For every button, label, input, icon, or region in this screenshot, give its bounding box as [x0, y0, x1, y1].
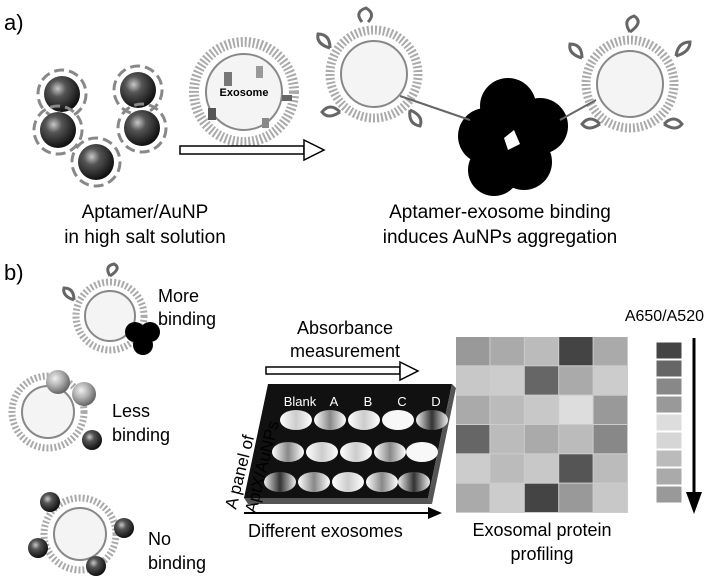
scale-arrow [686, 338, 702, 514]
plate-column-label: A [330, 394, 339, 409]
heatmap-cell [524, 454, 559, 483]
binding-caption-line1: Aptamer-exosome binding [389, 202, 611, 223]
heatmap [456, 337, 628, 513]
aunp-aggregate [458, 78, 568, 196]
heatmap-cell [593, 366, 627, 395]
heatmap-cell [456, 483, 490, 512]
profiling-label-1: Exosomal protein [472, 520, 612, 540]
heatmap-cell [559, 337, 593, 366]
heatmap-cell [490, 337, 524, 366]
heatmap-cell [524, 395, 559, 424]
different-exosomes-label: Different exosomes [248, 521, 403, 541]
aunp-particle [32, 104, 84, 156]
binding-caption-line2: induces AuNPs aggregation [382, 227, 618, 248]
heatmap-cell [456, 395, 490, 424]
less-binding-label-2: binding [112, 425, 171, 445]
scale-cell [655, 359, 683, 378]
exosome-less-binding [8, 370, 102, 452]
heatmap-cell [559, 366, 593, 395]
heatmap-cell [490, 483, 524, 512]
no-binding-label-2: binding [148, 553, 207, 573]
plate-wells [264, 410, 448, 492]
scale-title: A650/A520 [624, 308, 704, 325]
aptamer-aunp-caption-line2: in high salt solution [64, 227, 226, 248]
panel-b: Blank A B C D A panel of AptX/AuNPs [8, 262, 702, 576]
absorbance-arrow [265, 360, 420, 382]
more-binding-label-1: More [158, 286, 200, 306]
aunp-particle [116, 102, 168, 154]
scale-cell [655, 413, 683, 432]
exosome-bound [568, 14, 692, 133]
heatmap-cell [456, 425, 490, 454]
scale-cell [655, 395, 683, 414]
plate-column-label: D [431, 394, 440, 409]
heatmap-cell [456, 337, 490, 366]
scale-cell [655, 449, 683, 468]
scale-cell [655, 341, 683, 360]
plate-column-label: B [364, 394, 373, 409]
scale-cell [655, 485, 683, 504]
exosome-bound [316, 6, 423, 128]
panel-a: Exosome [32, 6, 692, 196]
aunp-dispersed-group [32, 64, 168, 188]
less-binding-label-1: Less [112, 401, 151, 421]
heatmap-cell [524, 483, 559, 512]
heatmap-cell [490, 454, 524, 483]
panel-b-label: b) [4, 260, 24, 285]
color-scale [655, 341, 683, 504]
exosome-main [189, 37, 299, 147]
more-binding-label-2: binding [158, 309, 217, 329]
no-binding-label-1: No [148, 529, 172, 549]
heatmap-cell [593, 483, 627, 512]
heatmap-cell [593, 337, 627, 366]
heatmap-cell [559, 483, 593, 512]
plate-column-label: C [397, 394, 406, 409]
heatmap-cell [524, 337, 559, 366]
exosome-no-binding [28, 492, 134, 576]
heatmap-cell [593, 454, 627, 483]
heatmap-cell [490, 366, 524, 395]
panel-a-label: a) [4, 10, 24, 35]
heatmap-cell [559, 395, 593, 424]
scale-cell [655, 467, 683, 486]
aunp-particle [70, 136, 122, 188]
scale-cell [655, 377, 683, 396]
heatmap-cell [524, 366, 559, 395]
absorbance-label-2: measurement [289, 341, 401, 361]
heatmap-cell [490, 395, 524, 424]
heatmap-cell [456, 454, 490, 483]
heatmap-cell [559, 425, 593, 454]
well-plate [244, 384, 456, 504]
aptamer-aunp-caption-line1: Aptamer/AuNP [81, 202, 209, 223]
scale-cell [655, 431, 683, 450]
heatmap-cell [524, 425, 559, 454]
heatmap-cell [593, 395, 627, 424]
heatmap-cell [490, 425, 524, 454]
reaction-arrow [179, 138, 326, 162]
exosome-label: Exosome [220, 87, 269, 99]
absorbance-label-1: Absorbance [296, 318, 394, 338]
profiling-label-2: profiling [510, 544, 574, 564]
exosome-more-binding [62, 262, 160, 355]
plate-column-label: Blank [284, 394, 317, 409]
different-exosomes-arrow [244, 507, 442, 519]
heatmap-cell [559, 454, 593, 483]
heatmap-cell [456, 366, 490, 395]
heatmap-cell [593, 425, 627, 454]
